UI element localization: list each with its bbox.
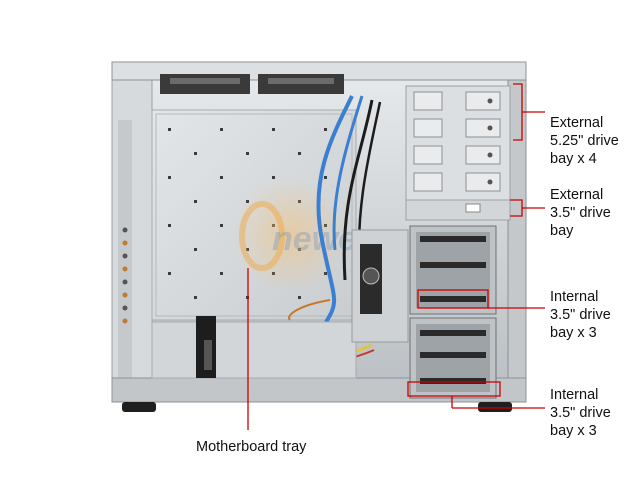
- cage-rail: [420, 236, 486, 242]
- bay-slot-left: [413, 172, 443, 192]
- case-feet: [122, 402, 512, 412]
- standoff-hole: [246, 152, 249, 155]
- bay-screw: [487, 125, 493, 131]
- label-internal-35-bay-lower: Internal 3.5" drive bay x 3: [550, 387, 611, 439]
- standoff-hole: [168, 176, 171, 179]
- cage-rail: [420, 352, 486, 358]
- bay-screw: [487, 152, 493, 158]
- front-panel-connector: [122, 253, 128, 259]
- callout-box-internal-upper: [417, 289, 489, 309]
- front-panel-connector: [122, 305, 128, 311]
- label-external-525-bay: External 5.25" drive bay x 4: [550, 115, 619, 167]
- standoff-hole: [298, 296, 301, 299]
- bay-slot-left: [413, 118, 443, 138]
- standoff-hole: [168, 224, 171, 227]
- front-panel-connector: [122, 279, 128, 285]
- front-panel-connector: [122, 292, 128, 298]
- front-panel-connector: [122, 240, 128, 246]
- bay-slot-right: [465, 145, 501, 165]
- cage-rail: [420, 378, 486, 384]
- front-panel-connector: [122, 318, 128, 324]
- top-vents: [160, 74, 344, 94]
- label-internal-35-bay-upper: Internal 3.5" drive bay x 3: [550, 289, 611, 341]
- standoff-hole: [272, 128, 275, 131]
- standoff-hole: [298, 152, 301, 155]
- bay-screw: [487, 179, 493, 185]
- standoff-hole: [220, 176, 223, 179]
- standoff-hole: [194, 296, 197, 299]
- standoff-hole: [194, 152, 197, 155]
- bay-slot-right: [465, 172, 501, 192]
- callout-box-internal-lower: [407, 381, 501, 397]
- standoff-hole: [220, 272, 223, 275]
- standoff-hole: [168, 128, 171, 131]
- bay-slot-right: [465, 118, 501, 138]
- standoff-hole: [272, 176, 275, 179]
- standoff-hole: [220, 224, 223, 227]
- center-bracket: [351, 229, 409, 343]
- bay-screw: [487, 98, 493, 104]
- drive-bay-slots: [413, 91, 501, 192]
- standoff-hole: [220, 128, 223, 131]
- bay-slot-left: [413, 145, 443, 165]
- front-panel-connectors: [122, 227, 128, 324]
- bay-slot-left: [413, 91, 443, 111]
- standoff-hole: [324, 128, 327, 131]
- drive-cage-rails: [420, 236, 486, 384]
- cage-rail: [420, 262, 486, 268]
- cage-rail: [420, 330, 486, 336]
- label-motherboard-tray: Motherboard tray: [196, 439, 307, 455]
- label-external-35-bay: External 3.5" drive bay: [550, 187, 611, 239]
- standoff-hole: [194, 248, 197, 251]
- front-panel-connector: [122, 266, 128, 272]
- standoff-hole: [324, 176, 327, 179]
- expansion-slot-area: [151, 316, 357, 379]
- front-panel-connector: [122, 227, 128, 233]
- external-35-drive-bay: [405, 199, 511, 221]
- cage-rail: [420, 296, 486, 302]
- callout-lines: [247, 83, 545, 430]
- standoff-hole: [194, 200, 197, 203]
- standoff-hole: [168, 272, 171, 275]
- bay-slot-right: [465, 91, 501, 111]
